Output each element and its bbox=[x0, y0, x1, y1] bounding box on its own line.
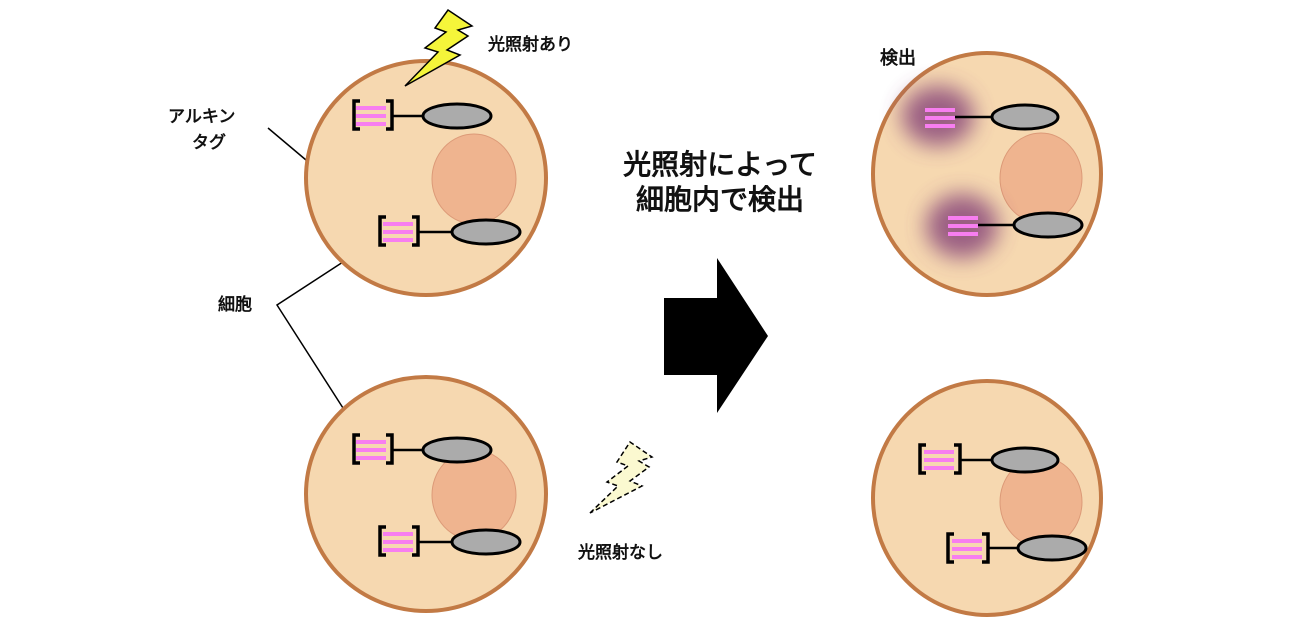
detected-label: 検出 bbox=[880, 48, 916, 69]
tagged-protein bbox=[946, 532, 1088, 564]
detected-protein bbox=[948, 211, 1084, 239]
detected-protein bbox=[925, 103, 1060, 131]
cell-not-irradiated-before bbox=[304, 375, 548, 613]
nucleus bbox=[431, 133, 517, 225]
tagged-protein bbox=[918, 443, 1060, 475]
nucleus bbox=[999, 132, 1083, 224]
nucleus bbox=[431, 449, 517, 541]
lightning-bolt-off-icon bbox=[589, 440, 654, 514]
tagged-protein bbox=[378, 215, 522, 247]
center-caption-line2: 細胞内で検出 bbox=[635, 183, 804, 216]
cell-irradiated-after bbox=[871, 51, 1103, 297]
tagged-protein bbox=[352, 99, 493, 131]
lightning-bolt-icon bbox=[404, 8, 474, 87]
alkyne-tag-label-line1: アルキン bbox=[168, 107, 236, 127]
tagged-protein bbox=[352, 433, 493, 465]
light-off-label: 光照射なし bbox=[578, 543, 663, 563]
cell-irradiated-before bbox=[304, 59, 548, 297]
cell-label: 細胞 bbox=[218, 295, 252, 315]
center-caption-line1: 光照射によって bbox=[623, 148, 817, 181]
process-arrow-icon bbox=[664, 258, 768, 413]
light-on-label: 光照射あり bbox=[488, 35, 573, 55]
alkyne-tag-label-line2: タグ bbox=[192, 133, 226, 153]
tagged-protein bbox=[378, 525, 522, 557]
cell-not-irradiated-after bbox=[871, 379, 1103, 617]
cell-leader bbox=[275, 261, 344, 409]
